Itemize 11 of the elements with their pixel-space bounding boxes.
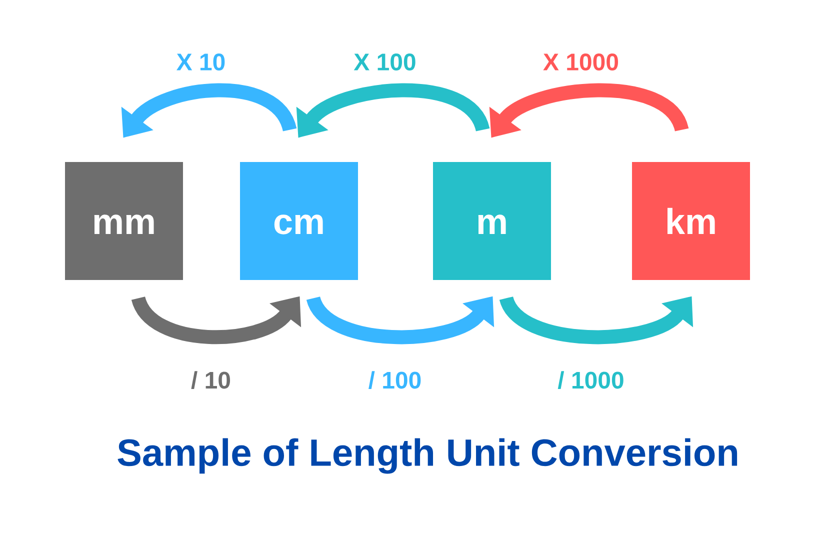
edge-label: / 10 (191, 371, 230, 389)
unit-box: cm (240, 162, 358, 280)
edge-label: X 100 (354, 54, 416, 70)
title: Sample of Length Unit Conversion (118, 438, 738, 474)
edge-label: / 100 (368, 371, 421, 389)
unit-box: km (632, 162, 750, 280)
edge-label: X 1000 (543, 54, 618, 70)
edge-label: / 1000 (558, 371, 624, 389)
unit-box: m (433, 162, 551, 280)
edge-label: X 10 (176, 54, 225, 70)
unit-box: mm (65, 162, 183, 280)
